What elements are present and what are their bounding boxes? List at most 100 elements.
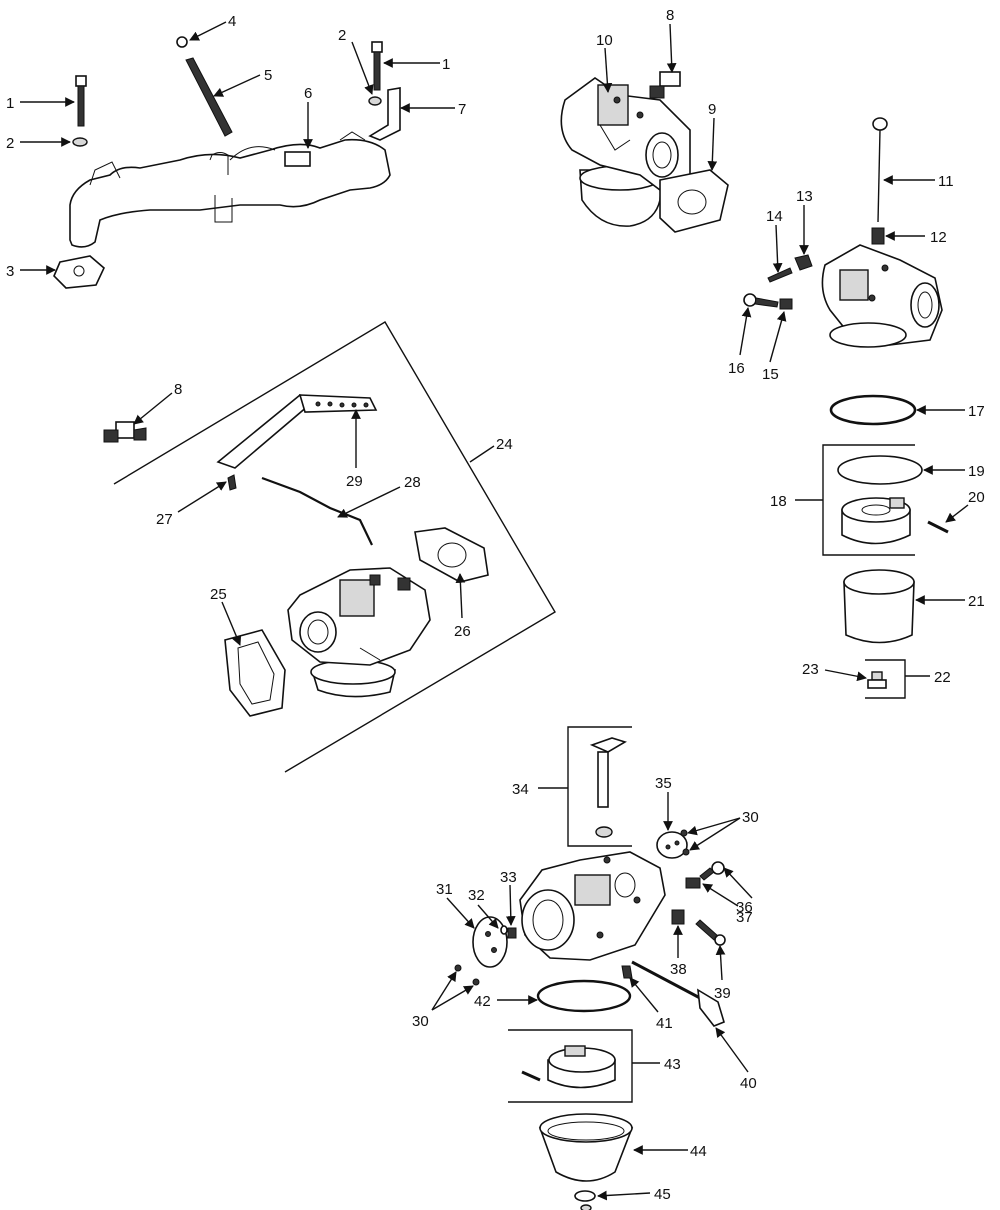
callout-37: 37: [736, 909, 753, 926]
callout-40: 40: [740, 1075, 757, 1092]
callout-35: 35: [655, 775, 672, 792]
callout-5: 5: [264, 67, 272, 84]
bolt-part-1a: [75, 75, 87, 127]
screw-part-14: [767, 267, 793, 283]
screw-part-46: [580, 1204, 592, 1210]
screw-part-16: [743, 293, 779, 308]
carburetor-main-body: [519, 851, 666, 961]
washer-part-2a: [72, 137, 88, 147]
callout-17: 17: [968, 403, 985, 420]
callout-1a: 1: [6, 95, 14, 112]
screw-part-30a: [680, 829, 688, 837]
callout-32: 32: [468, 887, 485, 904]
callout-3: 3: [6, 263, 14, 280]
screw-part-30b: [682, 848, 690, 856]
pin-part-20: [927, 520, 949, 534]
callout-42: 42: [474, 993, 491, 1010]
washer-part-32: [500, 925, 508, 935]
lever-part-29: [216, 394, 378, 469]
intake-manifold-group: [53, 36, 401, 289]
callout-23: 23: [802, 661, 819, 678]
nut-part-4: [176, 36, 188, 48]
choke-shaft-bracket-34: [567, 726, 632, 847]
jet-part-41: [621, 965, 633, 979]
callout-36: 36: [736, 899, 753, 916]
leader-lines: [20, 21, 969, 1201]
callout-22: 22: [934, 669, 951, 686]
gasket-part-19: [837, 455, 923, 485]
spring-part-33: [507, 927, 517, 939]
fitting-part-8a: [649, 71, 681, 99]
callout-39: 39: [714, 985, 731, 1002]
callout-25: 25: [210, 586, 227, 603]
gasket-part-25: [224, 629, 286, 717]
choke-shaft-part-34: [589, 737, 627, 838]
callout-2a: 2: [6, 135, 14, 152]
callout-16: 16: [728, 360, 745, 377]
carburetor-middle: [287, 567, 431, 698]
gasket-part-3: [53, 255, 105, 289]
callout-30b: 30: [412, 1013, 429, 1030]
callout-21: 21: [968, 593, 985, 610]
callout-8a: 8: [666, 7, 674, 24]
callout-1b: 1: [442, 56, 450, 73]
spring-part-37: [685, 877, 701, 889]
callout-45: 45: [654, 1186, 671, 1203]
throttle-plate-part-31: [472, 916, 508, 968]
callout-18: 18: [770, 493, 787, 510]
callout-27: 27: [156, 511, 173, 528]
fitting-part-8b: [103, 421, 147, 443]
spring-part-15: [779, 298, 793, 310]
spring-part-12: [871, 227, 885, 245]
bowl-part-21: [843, 569, 915, 644]
float-kit-bracket-43: [508, 1029, 633, 1103]
gasket-part-9: [659, 169, 729, 233]
screw-part-23: [867, 671, 887, 689]
callout-6: 6: [304, 85, 312, 102]
callout-19: 19: [968, 463, 985, 480]
callout-31: 31: [436, 881, 453, 898]
callout-29: 29: [346, 473, 363, 490]
bowl-screw-bracket-22: [865, 659, 906, 699]
manifold-body: [69, 138, 391, 248]
screw-part-39: [695, 919, 726, 946]
callout-12: 12: [930, 229, 947, 246]
callout-7: 7: [458, 101, 466, 118]
callout-24: 24: [496, 436, 513, 453]
callout-28: 28: [404, 474, 421, 491]
float-part-18: [841, 497, 911, 545]
rod-part-28: [261, 476, 373, 546]
spring-part-13: [794, 254, 813, 271]
callout-34: 34: [512, 781, 529, 798]
stud-part-5: [185, 57, 233, 137]
callout-44: 44: [690, 1143, 707, 1160]
washer-part-45: [574, 1190, 596, 1202]
callout-13: 13: [796, 188, 813, 205]
needle-part-11: [872, 117, 888, 223]
callout-4: 4: [228, 13, 236, 30]
callout-14: 14: [766, 208, 783, 225]
bolt-part-1b: [371, 41, 383, 91]
callout-10: 10: [596, 32, 613, 49]
gasket-part-42: [536, 979, 632, 1013]
callout-30a: 30: [742, 809, 759, 826]
throttle-shaft-part-40: [631, 960, 725, 1027]
bracket-part-7: [368, 87, 401, 141]
screw-part-30c: [454, 964, 462, 972]
float-part-43: [521, 1045, 616, 1089]
washer-part-2b: [368, 96, 382, 106]
spring-part-38: [671, 909, 685, 925]
callout-20: 20: [968, 489, 985, 506]
callout-labels: 1 2 3 4 5 6 2 1 7 8 10 9 11 12 13 14 16 …: [6, 7, 985, 1203]
callout-26: 26: [454, 623, 471, 640]
callout-9: 9: [708, 101, 716, 118]
clip-part-27: [227, 474, 237, 491]
gasket-part-26: [414, 527, 489, 583]
choke-plate-part-35: [656, 831, 688, 859]
screw-part-36: [699, 861, 725, 881]
callout-15: 15: [762, 366, 779, 383]
carburetor-body-right: [821, 244, 943, 348]
kit-bracket-24: [113, 321, 556, 773]
callout-2b: 2: [338, 27, 346, 44]
